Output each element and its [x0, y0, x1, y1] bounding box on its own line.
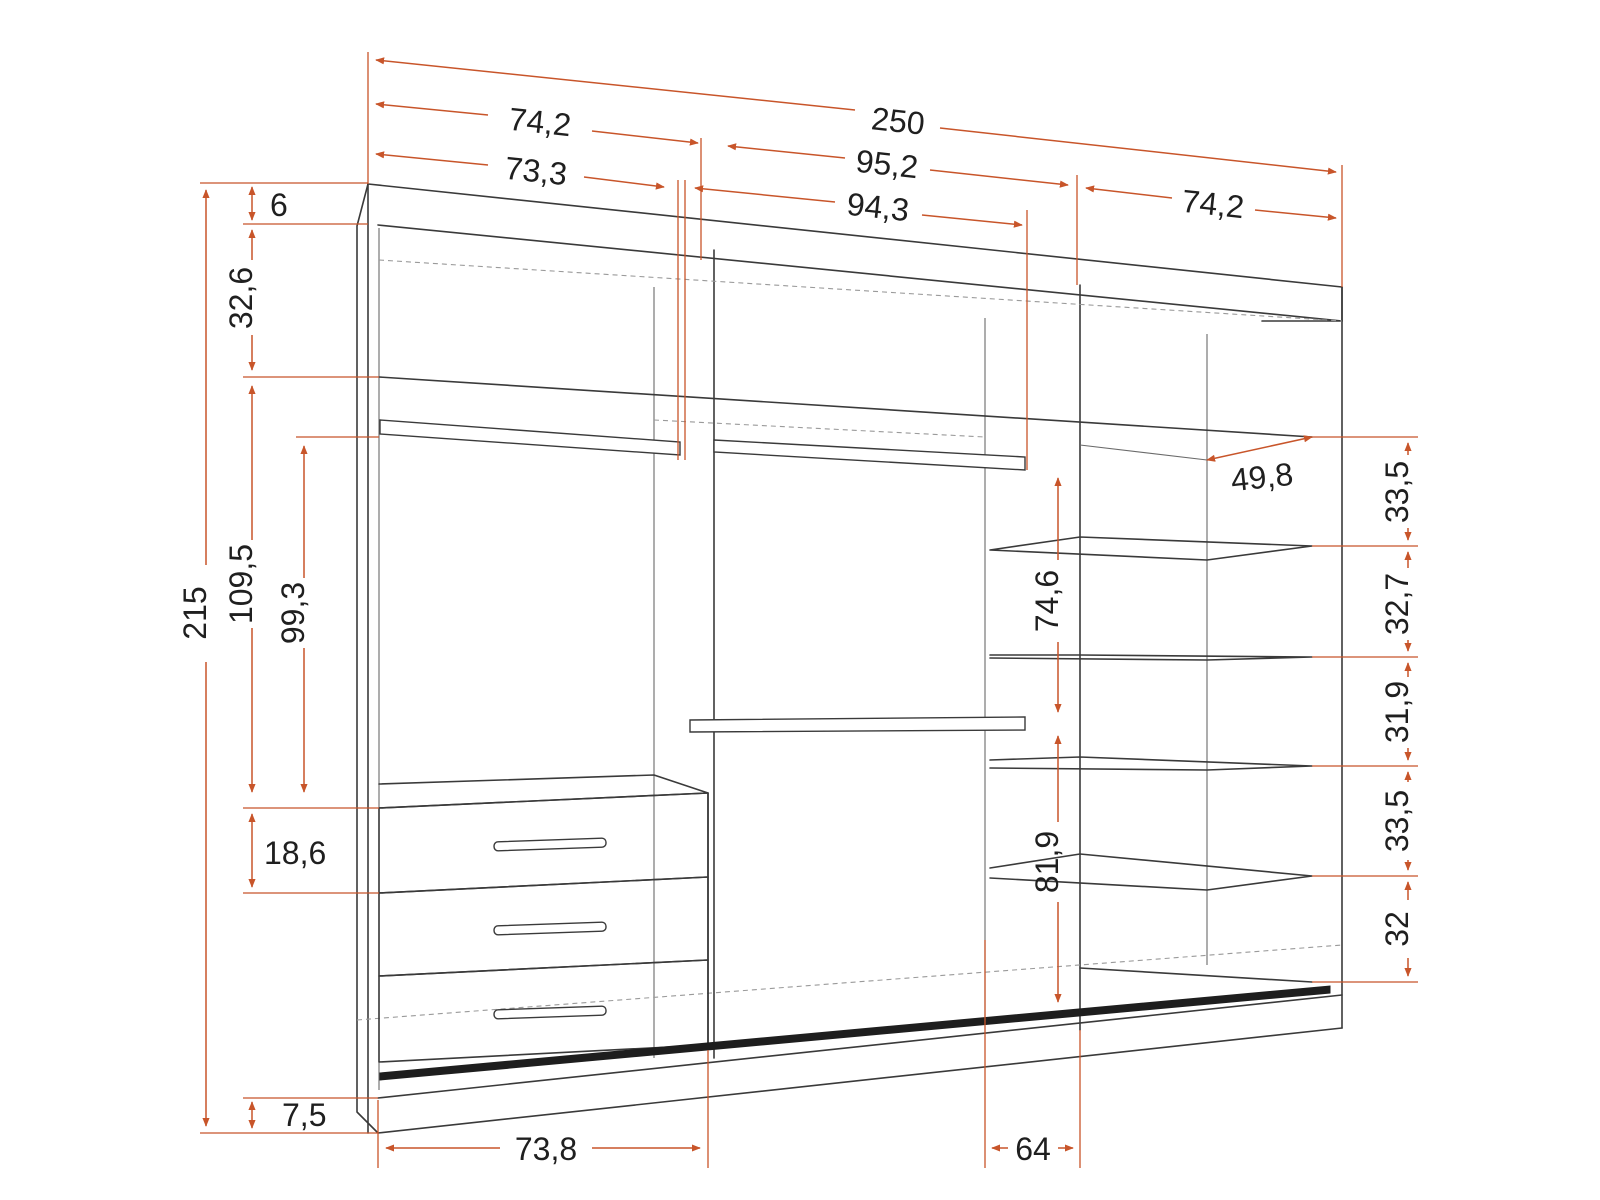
- drawer-3-handle: [493, 1005, 607, 1020]
- bottom-back-edge: [356, 944, 1343, 1021]
- top-shelf-front: [378, 376, 1313, 438]
- dim-line-middle-outer: [728, 146, 1068, 185]
- drawer-1-handle: [493, 837, 607, 852]
- dim-line-middle-inner: [695, 188, 1022, 225]
- label-middle-section-inner: 94,3: [845, 186, 911, 228]
- bottom-upper-edge: [377, 994, 1343, 1099]
- dimension-arrows: [206, 60, 1408, 1148]
- shelf-2: [989, 654, 1313, 661]
- bottom-front-edge: [377, 1027, 1343, 1134]
- label-bottom-plinth: 7,5: [282, 1097, 326, 1133]
- dimension-labels: 250 74,2 73,3 95,2 94,3 74,2 49,8 73,8 6…: [177, 100, 1415, 1167]
- label-left-section-inner: 73,3: [503, 150, 569, 192]
- top-front-edge: [367, 183, 1343, 288]
- label-shelf-gap-2: 32,7: [1379, 573, 1415, 635]
- dim-line-right-outer: [1086, 188, 1336, 218]
- label-total-height: 215: [177, 586, 213, 639]
- dim-line-left-inner: [376, 154, 664, 187]
- drawer-unit-top: [378, 774, 709, 809]
- label-shelf-gap-4: 33,5: [1379, 790, 1415, 852]
- label-right-section-outer: 74,2: [1180, 183, 1246, 225]
- dim-line-shelf-depth: [1206, 435, 1313, 462]
- label-middle-lower-hanging: 81,9: [1029, 831, 1065, 893]
- label-shelf-gap-5: 32: [1379, 911, 1415, 947]
- top-back-edge: [378, 259, 1343, 322]
- label-total-width: 250: [870, 100, 927, 141]
- dim-line-left-outer: [376, 104, 698, 143]
- drawer-2-handle: [493, 921, 607, 936]
- shelf-1: [989, 536, 1313, 561]
- label-inner-depth: 64: [1015, 1131, 1051, 1167]
- label-left-section-outer: 74,2: [507, 101, 573, 143]
- label-shelf-gap-3: 31,9: [1379, 681, 1415, 743]
- label-top-plinth: 6: [270, 187, 288, 223]
- label-drawer-unit-width: 73,8: [515, 1131, 577, 1167]
- label-shelf-gap-1: 33,5: [1379, 461, 1415, 523]
- shelf-bottom: [1079, 967, 1313, 983]
- middle-lower-hanging-rod: [689, 716, 1026, 733]
- label-drawer-height: 18,6: [264, 835, 326, 871]
- label-left-rod-to-drawers: 99,3: [275, 582, 311, 644]
- bottom-door-rail: [379, 985, 1331, 1081]
- label-top-compartment: 32,6: [223, 267, 259, 329]
- wardrobe-body: [356, 183, 1343, 1134]
- top-lower-edge: [377, 224, 1343, 322]
- label-middle-upper-hanging: 74,6: [1029, 570, 1065, 632]
- top-right-depth: [1261, 286, 1343, 322]
- dim-line-total-width: [376, 60, 1336, 172]
- top-shelf-right-depth: [1079, 444, 1208, 461]
- label-middle-section-outer: 95,2: [854, 143, 920, 185]
- label-shelf-depth: 49,8: [1229, 456, 1295, 498]
- middle-upper-hanging-rod: [713, 439, 1026, 471]
- top-shelf-back: [653, 419, 986, 438]
- label-left-hanging-height: 109,5: [223, 544, 259, 624]
- shelf-3: [989, 756, 1313, 771]
- left-hanging-rod: [379, 419, 681, 456]
